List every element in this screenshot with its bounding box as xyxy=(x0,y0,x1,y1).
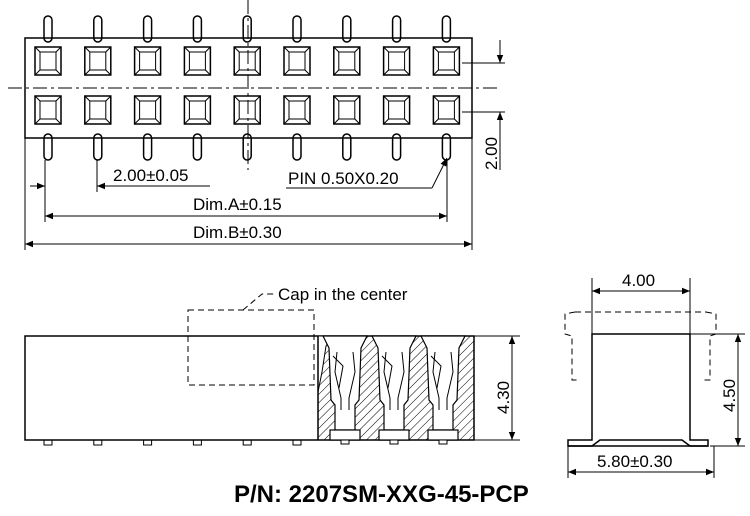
width-top-label: 4.00 xyxy=(622,271,655,290)
contact-cell xyxy=(183,95,212,125)
pin-top xyxy=(292,15,302,43)
contact-cell xyxy=(432,95,461,125)
width-top-dimension: 4.00 xyxy=(591,271,691,336)
dim-b-dimension: Dim.B±0.30 xyxy=(24,138,473,250)
pin-top xyxy=(93,15,103,43)
pin-top xyxy=(192,15,203,43)
contact-cell xyxy=(432,46,461,76)
section-contact xyxy=(420,335,466,445)
section-contact xyxy=(371,335,417,445)
dim-a-dimension: Dim.A±0.15 xyxy=(44,160,448,222)
section-contact xyxy=(322,335,368,445)
pin-top xyxy=(242,15,252,43)
pin-bottom xyxy=(342,133,352,161)
pitch-dimension: 2.00±0.05 xyxy=(30,160,210,192)
contact-cell xyxy=(283,95,311,125)
height-dimension: 4.30 xyxy=(474,335,520,441)
contact-cell xyxy=(84,95,112,125)
side-view: 4.00 4.50 5.80±0.30 xyxy=(564,271,745,478)
contact-cell xyxy=(133,95,162,125)
pin-bottom xyxy=(43,133,53,161)
width-bottom-label: 5.80±0.30 xyxy=(597,452,673,471)
pin-tail xyxy=(93,439,103,446)
side-cap-outline xyxy=(564,311,717,381)
pin-tail xyxy=(143,439,153,446)
contact-cell xyxy=(233,46,261,76)
pin-top xyxy=(391,15,402,43)
contact-cell xyxy=(34,95,62,125)
pin-tail xyxy=(43,439,53,446)
top-view: 2.00 2.00±0.05 PIN 0.50X0.20 Dim.A±0.15 xyxy=(8,0,505,250)
pin-size-callout: PIN 0.50X0.20 xyxy=(286,157,448,189)
top-view-pins xyxy=(43,15,452,161)
cap-note: Cap in the center xyxy=(278,285,408,304)
pin-top xyxy=(342,15,352,43)
pin-bottom xyxy=(142,133,153,161)
contact-cell xyxy=(233,95,261,125)
front-view-pin-tails xyxy=(43,439,302,446)
width-bottom-dimension: 5.80±0.30 xyxy=(567,446,715,478)
top-view-contacts xyxy=(34,46,461,125)
dim-a-label: Dim.A±0.15 xyxy=(193,195,282,214)
contact-cell xyxy=(133,46,162,76)
pin-size-label: PIN 0.50X0.20 xyxy=(288,169,399,188)
pin-bottom xyxy=(93,133,103,161)
pin-top xyxy=(441,15,452,43)
pin-bottom xyxy=(391,133,402,161)
part-number: P/N: 2207SM-XXG-45-PCP xyxy=(234,481,529,508)
pin-bottom xyxy=(242,133,252,161)
pitch-label: 2.00±0.05 xyxy=(113,166,189,185)
pin-tail xyxy=(192,439,202,446)
contact-cell xyxy=(34,46,62,76)
row-pitch-dimension: 2.00 xyxy=(462,40,505,170)
contact-cell xyxy=(382,95,411,125)
front-view: Cap in the center 4.30 xyxy=(24,285,520,446)
row-pitch-label: 2.00 xyxy=(482,137,501,170)
pin-bottom xyxy=(292,133,302,161)
pin-tail xyxy=(292,439,302,446)
dim-b-label: Dim.B±0.30 xyxy=(193,223,282,242)
section-view xyxy=(317,335,474,445)
height-side-label: 4.50 xyxy=(720,379,739,412)
cap-outline xyxy=(187,309,315,386)
side-view-body xyxy=(567,333,709,447)
height-label: 4.30 xyxy=(494,381,513,414)
contact-cell xyxy=(333,95,361,125)
cap-callout: Cap in the center xyxy=(187,285,408,386)
contact-cell xyxy=(382,46,411,76)
height-side-dimension: 4.50 xyxy=(690,333,745,447)
contact-cell xyxy=(84,46,112,76)
pin-top xyxy=(43,15,53,43)
pin-tail xyxy=(242,439,252,446)
contact-cell xyxy=(333,46,361,76)
contact-cell xyxy=(283,46,311,76)
pin-bottom xyxy=(192,133,203,161)
contact-cell xyxy=(183,46,212,76)
pin-top xyxy=(142,15,153,43)
